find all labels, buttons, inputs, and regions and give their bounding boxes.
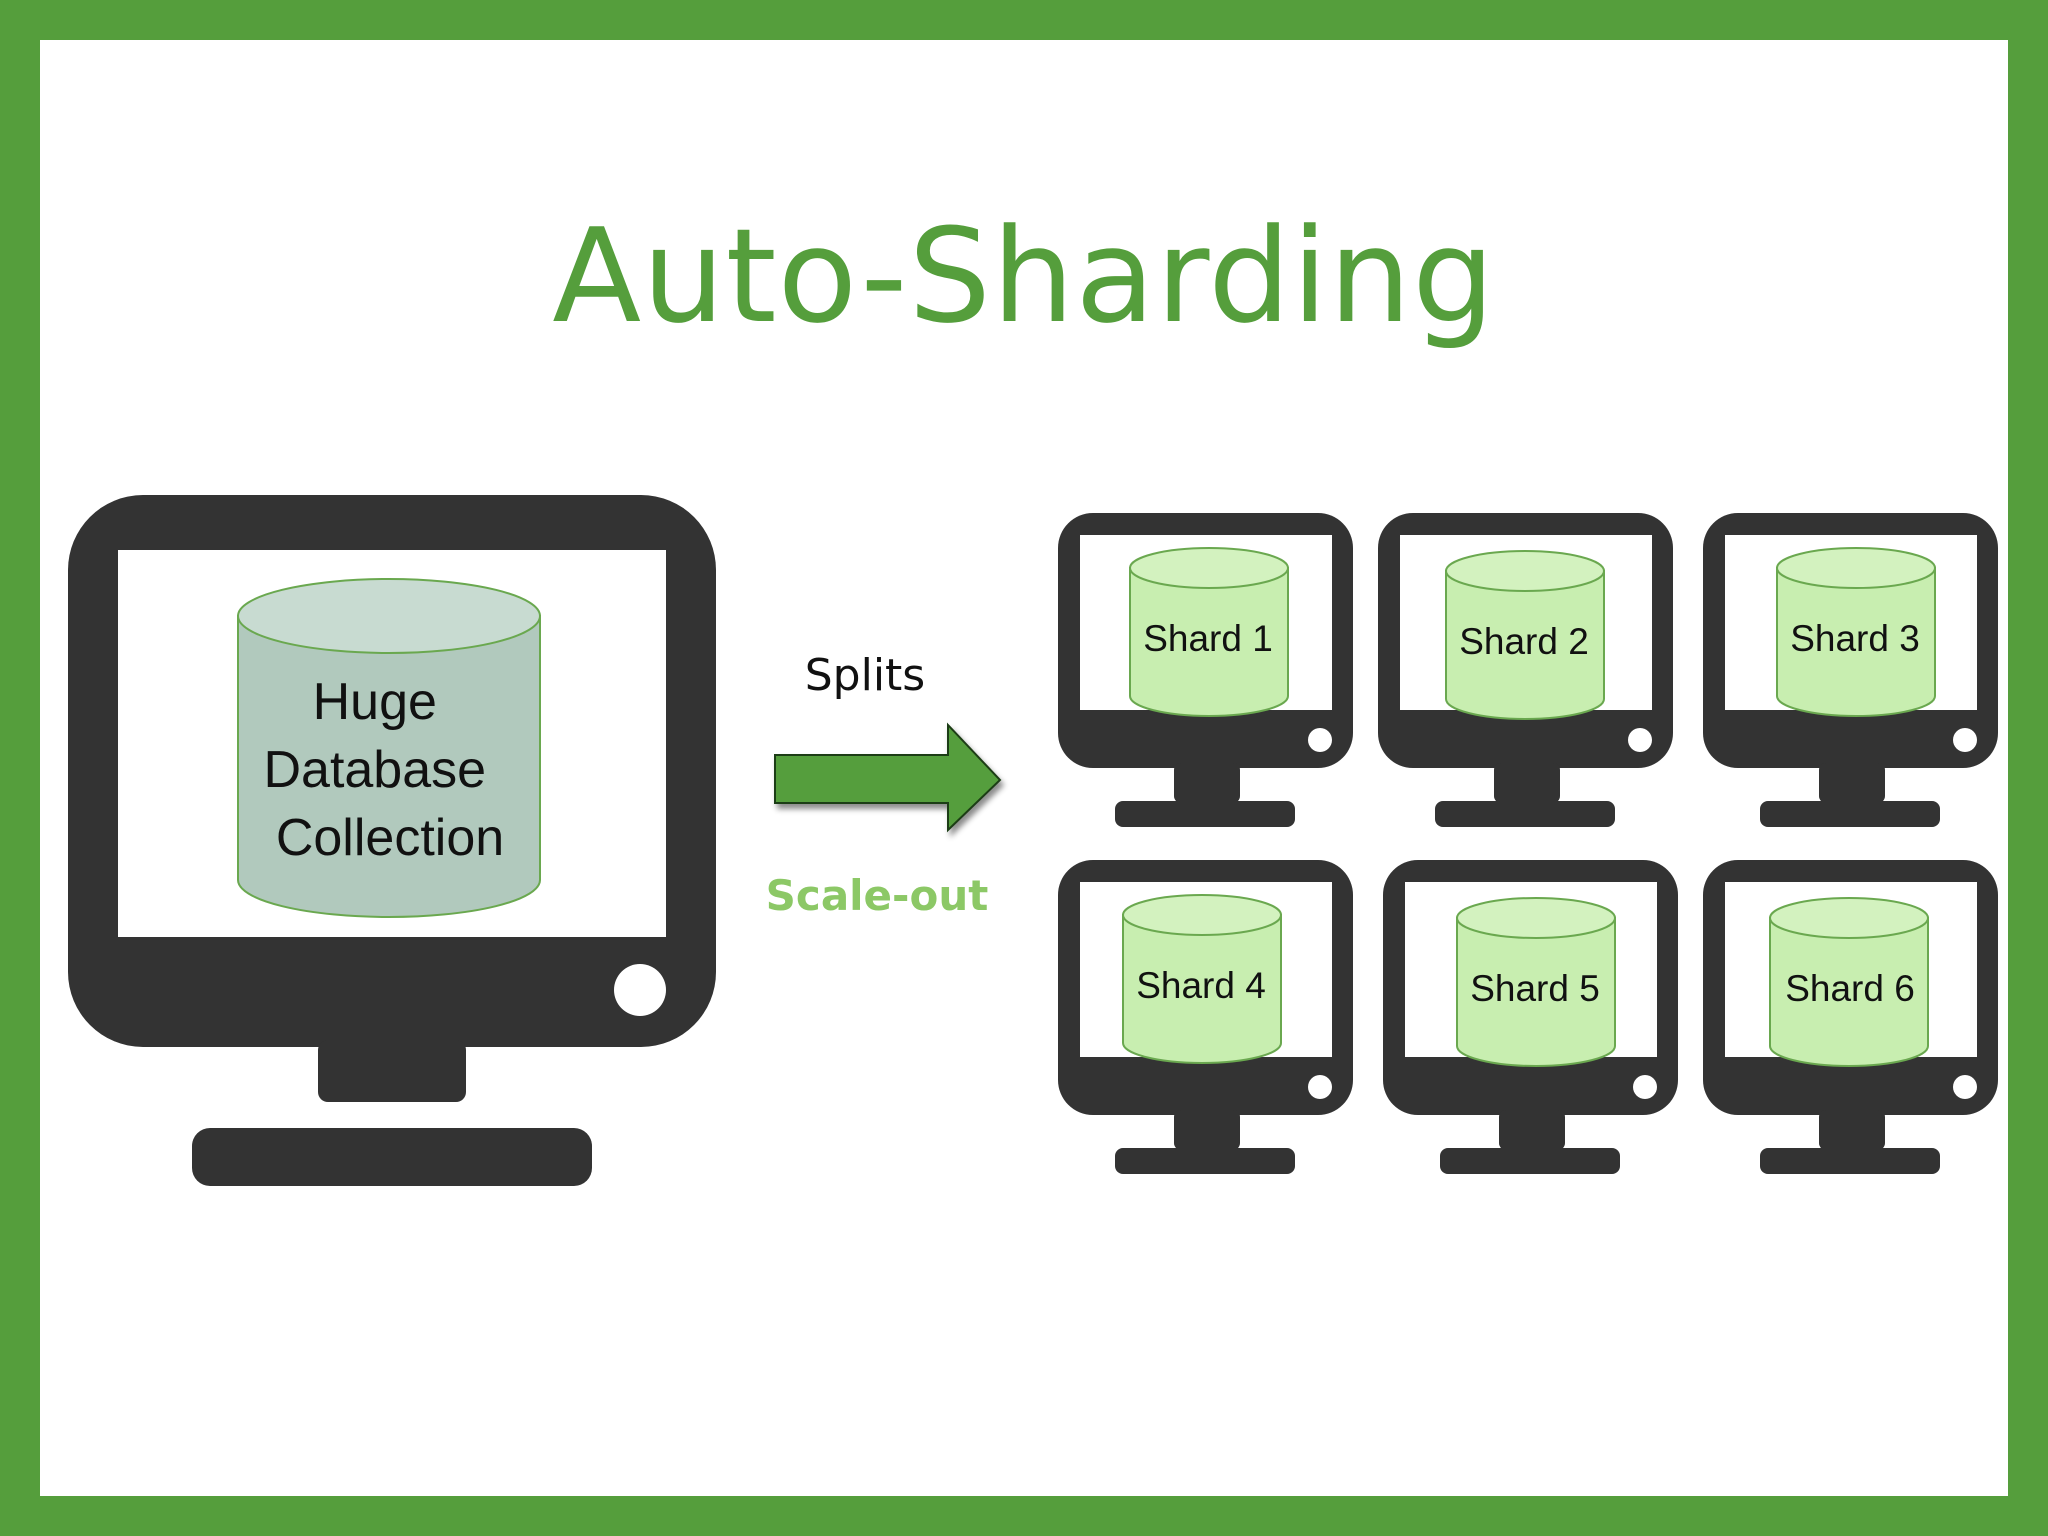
shard-database-icon — [1129, 547, 1289, 717]
slide-title: Auto-Sharding — [552, 200, 1496, 352]
huge-database-icon: Huge Database Collection — [237, 578, 541, 918]
huge-database-label-line: Huge — [313, 673, 437, 731]
shard-database-icon — [1769, 897, 1929, 1067]
shard-database-icon — [1445, 550, 1605, 720]
shard-monitor-3: Shard 3 — [1703, 513, 1998, 827]
right-arrow-icon — [774, 722, 1002, 833]
splits-label: Splits — [805, 650, 925, 701]
svg-text:Huge Database Coll: Huge Database Collection — [263, 673, 504, 867]
shard-monitor-2: Shard 2 — [1378, 513, 1673, 827]
huge-database-label-line: Database — [263, 741, 486, 799]
shard-monitor-1: Shard 1 — [1058, 513, 1353, 827]
shard-label: Shard 5 — [1470, 968, 1600, 1009]
shard-label: Shard 2 — [1459, 621, 1589, 662]
scale-out-label: Scale-out — [766, 871, 989, 920]
shard-database-icon — [1776, 547, 1936, 717]
shard-monitor-6: Shard 6 — [1703, 860, 1998, 1174]
shard-label: Shard 3 — [1790, 618, 1920, 659]
shard-label: Shard 1 — [1143, 618, 1273, 659]
shard-label: Shard 6 — [1785, 968, 1915, 1009]
shard-monitor-4: Shard 4 — [1058, 860, 1353, 1174]
shard-label: Shard 4 — [1136, 965, 1266, 1006]
shard-database-icon — [1122, 894, 1282, 1064]
huge-database-label-line: Collection — [276, 809, 504, 867]
shard-database-icon — [1456, 897, 1616, 1067]
shard-monitor-5: Shard 5 — [1383, 860, 1678, 1174]
